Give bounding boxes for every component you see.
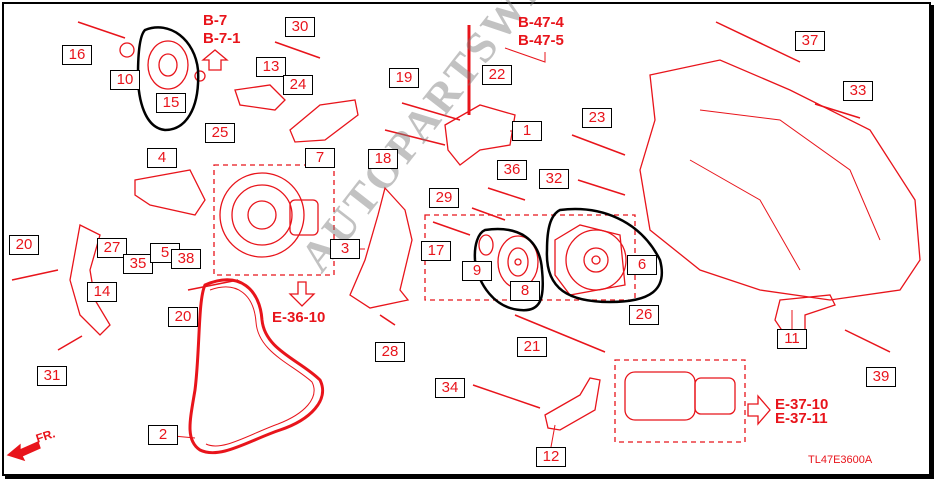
diagram-frame xyxy=(2,2,931,476)
alternator xyxy=(213,164,335,276)
callout-4[interactable]: 4 xyxy=(147,148,177,168)
callout-10[interactable]: 10 xyxy=(110,70,140,90)
callout-3[interactable]: 3 xyxy=(330,239,360,259)
starter-motor xyxy=(614,359,746,443)
callout-21[interactable]: 21 xyxy=(517,337,547,357)
callout-13[interactable]: 13 xyxy=(256,57,286,77)
transmission xyxy=(639,59,921,301)
ref-b7[interactable]: B-7 xyxy=(203,12,228,29)
callout-35[interactable]: 35 xyxy=(123,254,153,274)
callout-33[interactable]: 33 xyxy=(843,81,873,101)
callout-30[interactable]: 30 xyxy=(285,17,315,37)
callout-37[interactable]: 37 xyxy=(795,31,825,51)
callout-24[interactable]: 24 xyxy=(283,75,313,95)
ref-b47-4[interactable]: B-47-4 xyxy=(518,14,564,31)
callout-11[interactable]: 11 xyxy=(777,329,807,349)
callout-6[interactable]: 6 xyxy=(627,255,657,275)
bracket-11 xyxy=(774,294,836,336)
upper-idler-pulley xyxy=(119,40,206,90)
callout-28[interactable]: 28 xyxy=(375,342,405,362)
diagram-code: TL47E3600A xyxy=(808,454,873,466)
callout-8[interactable]: 8 xyxy=(510,281,540,301)
callout-16[interactable]: 16 xyxy=(62,45,92,65)
callout-20[interactable]: 20 xyxy=(168,307,198,327)
callout-14[interactable]: 14 xyxy=(87,282,117,302)
callout-9[interactable]: 9 xyxy=(462,261,492,281)
callout-22[interactable]: 22 xyxy=(482,65,512,85)
callout-23[interactable]: 23 xyxy=(582,108,612,128)
arrow-b7 xyxy=(201,49,229,71)
callout-2[interactable]: 2 xyxy=(148,425,178,445)
ref-e36-10[interactable]: E-36-10 xyxy=(272,309,326,326)
bolts xyxy=(11,21,891,409)
callout-25[interactable]: 25 xyxy=(205,123,235,143)
front-arrow xyxy=(6,441,41,462)
callout-29[interactable]: 29 xyxy=(429,188,459,208)
bracket-13 xyxy=(234,84,286,111)
callout-34[interactable]: 34 xyxy=(435,378,465,398)
bracket-1 xyxy=(444,104,516,166)
arrow-e36 xyxy=(288,281,316,307)
arrow-b47 xyxy=(504,47,546,63)
bracket-4 xyxy=(134,169,206,216)
arrow-e37 xyxy=(747,394,771,426)
bracket-12 xyxy=(544,377,601,431)
callout-36[interactable]: 36 xyxy=(497,160,527,180)
leader-lines xyxy=(162,130,793,448)
callout-20[interactable]: 20 xyxy=(9,235,39,255)
callout-7[interactable]: 7 xyxy=(305,148,335,168)
callout-31[interactable]: 31 xyxy=(37,366,67,386)
callout-38[interactable]: 38 xyxy=(171,249,201,269)
highlight-circles xyxy=(136,26,663,312)
callout-1[interactable]: 1 xyxy=(512,121,542,141)
callout-19[interactable]: 19 xyxy=(389,68,419,88)
callout-39[interactable]: 39 xyxy=(866,367,896,387)
drive-belt xyxy=(188,278,325,455)
ref-b47-5[interactable]: B-47-5 xyxy=(518,32,564,49)
callout-12[interactable]: 12 xyxy=(536,447,566,467)
bracket-3 xyxy=(349,186,413,309)
callout-27[interactable]: 27 xyxy=(97,238,127,258)
callout-32[interactable]: 32 xyxy=(539,169,569,189)
ref-b7-1[interactable]: B-7-1 xyxy=(203,30,241,47)
ref-e37-11[interactable]: E-37-11 xyxy=(775,410,828,427)
callout-26[interactable]: 26 xyxy=(629,305,659,325)
callout-17[interactable]: 17 xyxy=(421,241,451,261)
callout-18[interactable]: 18 xyxy=(368,149,398,169)
callout-15[interactable]: 15 xyxy=(156,93,186,113)
ref-e37-10[interactable]: E-37-10 xyxy=(775,396,829,413)
bracket-14 xyxy=(69,224,111,336)
bracket-7 xyxy=(289,99,359,143)
